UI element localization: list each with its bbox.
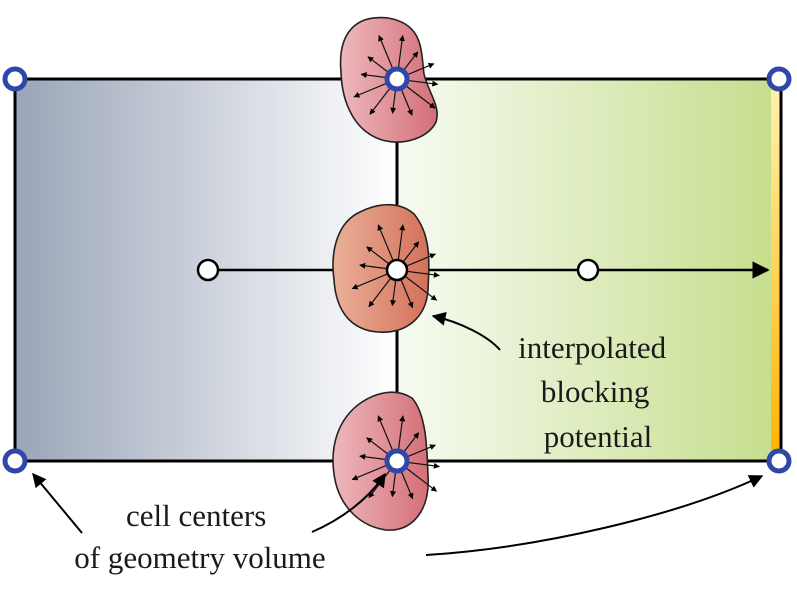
radial-arrow	[401, 432, 420, 456]
label-line-2: blocking	[541, 374, 650, 409]
radial-arrow	[366, 246, 392, 266]
arrow-to-bottom-left-vertex	[32, 472, 83, 534]
radial-arrow	[404, 253, 436, 268]
kernel-bottom-blob	[332, 391, 429, 531]
kernel-bottom	[332, 391, 440, 531]
radial-arrow	[351, 272, 390, 290]
vertex-top-right	[766, 66, 792, 92]
label-cell-centers-of-geometry-volume: cell centers of geometry volume	[74, 498, 325, 575]
radial-arrow	[397, 34, 405, 72]
vertex-top-middle	[384, 66, 410, 92]
radial-arrows	[351, 224, 440, 309]
right-cell-center	[576, 258, 600, 282]
vertex-bottom-left	[2, 448, 28, 474]
radial-arrow	[404, 270, 440, 278]
radial-arrow	[402, 465, 438, 492]
radial-arrow	[359, 262, 390, 270]
radial-arrow	[404, 461, 440, 469]
radial-arrow	[369, 84, 393, 115]
radial-arrows	[353, 34, 439, 116]
radial-arrow	[402, 83, 436, 109]
radial-arrow	[368, 275, 393, 308]
radial-arrow	[366, 437, 392, 457]
left-cell-center	[196, 258, 220, 282]
label-interpolated-blocking-potential: interpolated blocking potential	[518, 330, 674, 454]
radial-arrow	[399, 86, 413, 116]
radial-arrow	[377, 415, 395, 454]
radial-arrow	[390, 468, 397, 498]
radial-arrow	[360, 72, 390, 79]
radial-arrow	[404, 62, 435, 77]
arrow-to-bottom-middle-vertex	[311, 472, 386, 533]
radial-arrow	[351, 463, 390, 481]
label-line-1: cell centers	[126, 498, 266, 533]
radial-arrow	[377, 224, 395, 263]
boundary-strip	[771, 79, 781, 461]
radial-arrow	[402, 274, 438, 301]
vertex-bottom-middle	[384, 448, 410, 474]
label-line-1: interpolated	[518, 330, 667, 365]
radial-arrow	[399, 468, 414, 500]
radial-arrow	[378, 35, 395, 72]
vertex-nodes	[2, 66, 792, 474]
radial-arrow	[397, 415, 406, 454]
radial-arrow	[404, 79, 439, 87]
radial-arrow	[390, 277, 397, 307]
radial-arrow	[399, 277, 414, 309]
radial-arrow	[367, 56, 392, 75]
radial-arrow	[397, 224, 406, 263]
interpolation-point	[385, 258, 409, 282]
kernel-middle	[332, 203, 440, 333]
radial-arrows	[351, 415, 440, 500]
label-line-3: potential	[544, 419, 652, 454]
vertex-bottom-right	[766, 448, 792, 474]
arrow-to-bottom-right-vertex	[425, 475, 764, 556]
radial-arrow	[401, 241, 420, 265]
radial-arrow	[404, 444, 436, 459]
vertex-top-left	[2, 66, 28, 92]
arrow-to-middle-kernel	[431, 311, 501, 351]
radial-arrow	[353, 81, 390, 98]
label-line-2: of geometry volume	[74, 540, 325, 575]
radial-arrow	[359, 453, 390, 461]
